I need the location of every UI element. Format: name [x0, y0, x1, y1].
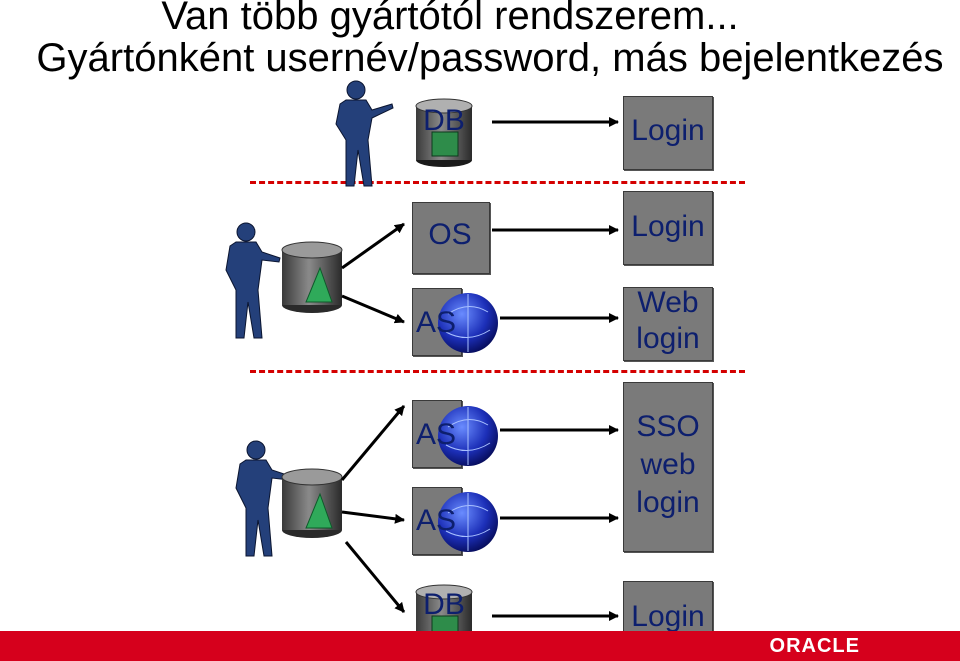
- as-label-3: AS: [415, 504, 457, 537]
- globe-icon: [438, 492, 498, 552]
- as-label-1: AS: [415, 306, 457, 339]
- login-label-3: Login: [631, 600, 705, 633]
- globe-icon: [438, 293, 498, 353]
- web-label: Web: [637, 286, 699, 319]
- os-label: OS: [428, 218, 472, 251]
- person-icon: [225, 222, 281, 339]
- sso-server-icon: [281, 241, 343, 313]
- login-label-sso: login: [636, 486, 700, 519]
- login-box-1: [623, 96, 713, 170]
- arrow: [340, 405, 406, 481]
- divider-1: [250, 181, 745, 184]
- db-label-2: DB: [423, 588, 465, 621]
- title-line-1: Van több gyártótól rendszerem...: [161, 0, 739, 38]
- os-box: [412, 202, 490, 274]
- title-line-2: Gyártónként usernév/password, más bejele…: [36, 36, 944, 80]
- arrow: [341, 510, 405, 524]
- footer-bar: ORACLE: [0, 631, 960, 661]
- db-label-1: DB: [423, 104, 465, 137]
- arrow: [344, 541, 406, 613]
- sso-label: SSO: [636, 410, 700, 443]
- login-label-web: login: [636, 322, 700, 355]
- web-label-2: web: [640, 448, 696, 481]
- sso-login-box: [623, 382, 713, 552]
- login-label-1: Login: [631, 114, 705, 147]
- database-icon: [415, 98, 473, 167]
- oracle-logo: ORACLE: [769, 635, 860, 657]
- web-login-box: [623, 287, 713, 361]
- login-box-2: [623, 191, 713, 265]
- as-label-2: AS: [415, 418, 457, 451]
- arrow: [341, 294, 405, 324]
- login-label-2: Login: [631, 210, 705, 243]
- sso-server-icon: [281, 468, 343, 538]
- arrow: [341, 222, 405, 270]
- person-icon: [335, 80, 394, 187]
- globe-icon: [438, 406, 498, 466]
- divider-2: [250, 370, 745, 373]
- person-icon: [235, 440, 291, 557]
